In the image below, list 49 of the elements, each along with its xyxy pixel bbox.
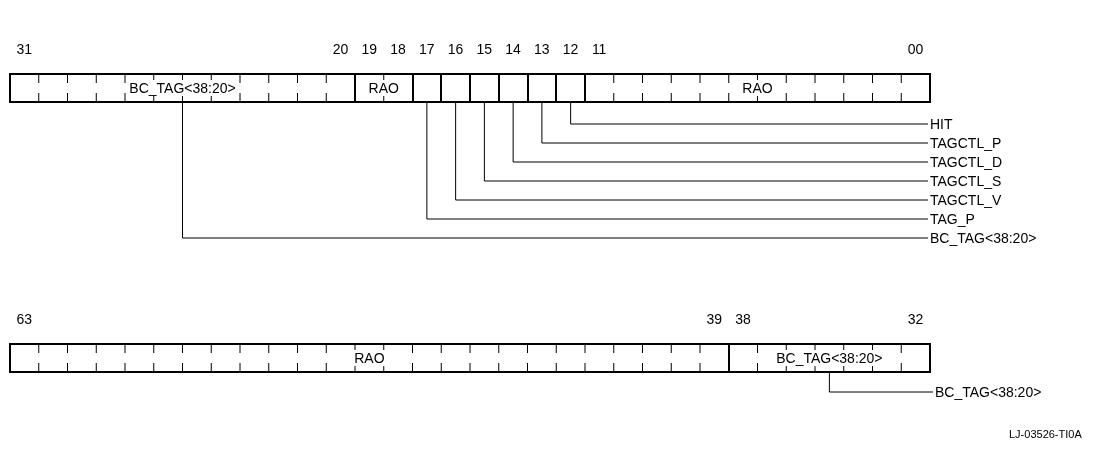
bit-cell: [411, 73, 443, 103]
leader-line: [455, 102, 929, 201]
field-name: RAO: [354, 350, 385, 366]
signal-name: TAGCTL_P: [930, 135, 1002, 151]
signal-name: TAG_P: [930, 211, 975, 227]
bit-number: 32: [907, 311, 924, 327]
leader-line: [426, 102, 929, 220]
signal-name: TAGCTL_V: [930, 192, 1002, 208]
signal-name: BC_TAG<38:20>: [930, 230, 1037, 246]
leader-line: [828, 372, 934, 393]
field-name: BC_TAG<38:20>: [129, 80, 236, 96]
bit-cell: [526, 73, 558, 103]
leader-line: [512, 102, 929, 163]
bit-cell: [469, 73, 500, 103]
bit-field: [727, 343, 931, 373]
bit-number: 17: [418, 41, 435, 57]
signal-name: BC_TAG<38:20>: [935, 384, 1042, 400]
bit-number: 15: [476, 41, 492, 57]
bit-number: 63: [16, 311, 32, 327]
bit-cell: [555, 73, 586, 103]
leader-line: [541, 102, 929, 144]
bit-number: 16: [447, 41, 464, 57]
bit-number: 12: [562, 41, 579, 57]
bit-field: [9, 343, 730, 373]
bit-number: 11: [591, 41, 607, 57]
leader-line: [483, 102, 929, 182]
bit-number: 39: [706, 311, 722, 327]
bit-field: [9, 73, 356, 103]
bit-cell: [497, 73, 529, 103]
bit-number: 19: [361, 41, 377, 57]
signal-name: TAGCTL_S: [930, 173, 1002, 189]
bit-number: 14: [505, 41, 521, 57]
bit-number: 38: [735, 311, 751, 327]
bit-number: 13: [533, 41, 550, 57]
signal-name: TAGCTL_D: [930, 154, 1003, 170]
bit-field: [354, 73, 414, 103]
bit-number: 18: [390, 41, 406, 57]
leader-line: [182, 102, 929, 239]
bit-number: 20: [332, 41, 349, 57]
signal-name: HIT: [930, 116, 953, 132]
field-name: RAO: [742, 80, 773, 96]
figure-code: LJ-03526-TI0A: [1009, 427, 1082, 442]
bit-cell: [440, 73, 471, 103]
leader-line: [570, 102, 929, 125]
bit-number: 31: [16, 41, 32, 57]
field-name: BC_TAG<38:20>: [776, 350, 883, 366]
bit-number: 00: [907, 41, 924, 57]
bit-field: [584, 73, 931, 103]
field-name: RAO: [368, 80, 399, 96]
